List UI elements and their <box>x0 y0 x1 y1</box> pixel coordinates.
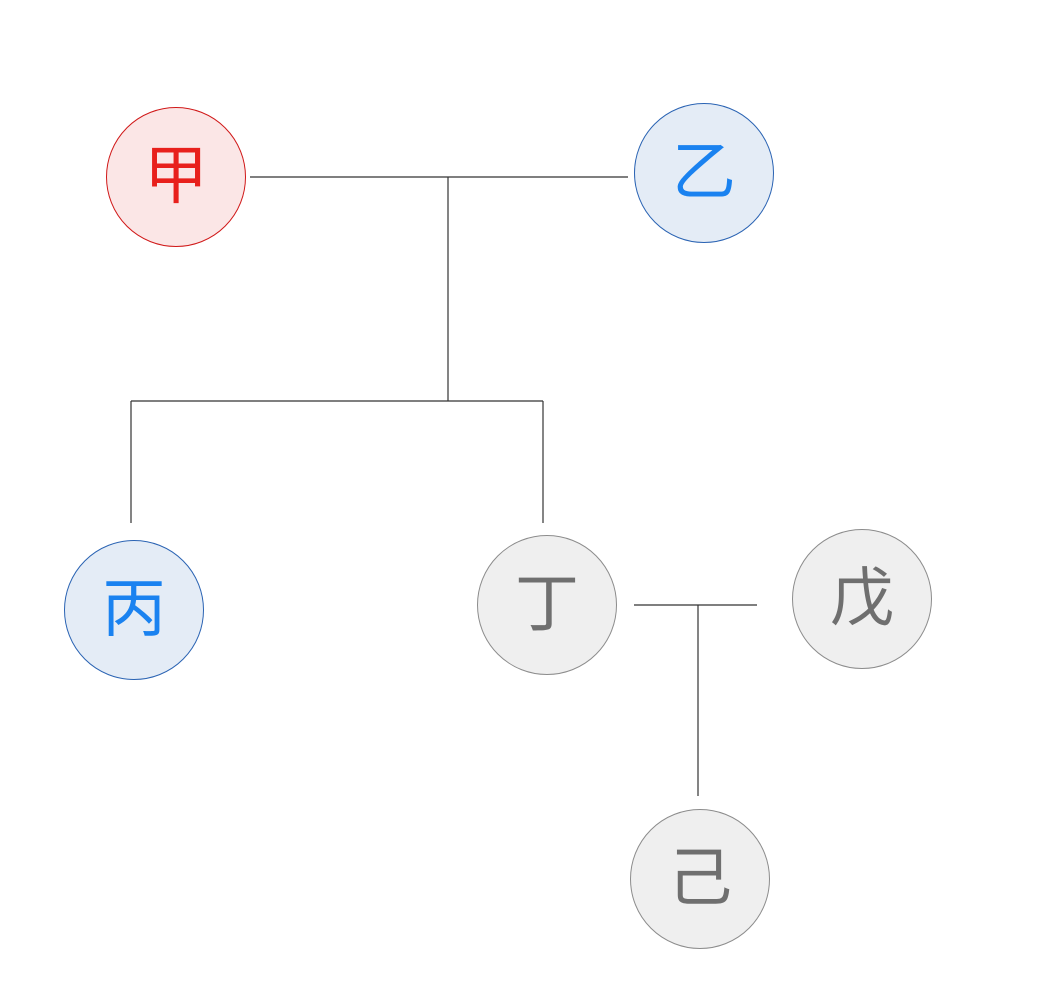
person-label-wu: 戊 <box>830 562 894 636</box>
person-label-ji: 己 <box>668 842 732 916</box>
person-label-jia: 甲 <box>144 140 208 214</box>
person-node-yi: 乙 <box>634 103 774 243</box>
person-node-wu: 戊 <box>792 529 932 669</box>
person-node-jia: 甲 <box>106 107 246 247</box>
person-label-ding: 丁 <box>515 568 579 642</box>
person-label-yi: 乙 <box>672 136 736 210</box>
person-node-ding: 丁 <box>477 535 617 675</box>
person-node-bing: 丙 <box>64 540 204 680</box>
person-node-ji: 己 <box>630 809 770 949</box>
person-label-bing: 丙 <box>102 573 166 647</box>
